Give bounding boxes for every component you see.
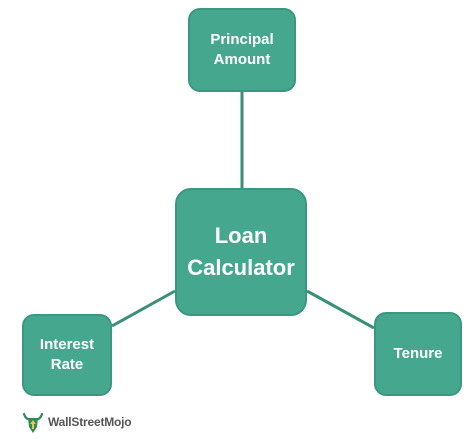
brand-watermark: WallStreetMojo — [22, 409, 132, 435]
loan-calculator-node: Loan Calculator — [175, 188, 307, 316]
principal-amount-label-line2: Amount — [213, 51, 271, 68]
interest-rate-label-line2: Rate — [50, 356, 84, 373]
principal-amount-label-line1: Principal — [210, 30, 274, 48]
tenure-label: Tenure — [393, 344, 443, 362]
tenure-node: Tenure — [374, 312, 462, 396]
brand-name: WallStreetMojo — [48, 415, 132, 429]
wallstreetmojo-logo-icon — [22, 412, 44, 433]
connector-center-to-tenure — [306, 289, 375, 330]
loan-calculator-label-line1: Loan — [214, 223, 268, 249]
connector-center-to-interest — [111, 289, 176, 328]
principal-amount-node: Principal Amount — [188, 8, 296, 92]
loan-calculator-label-line2: Calculator — [187, 255, 295, 280]
interest-rate-node: Interest Rate — [22, 314, 112, 396]
interest-rate-label-line1: Interest — [39, 335, 95, 353]
